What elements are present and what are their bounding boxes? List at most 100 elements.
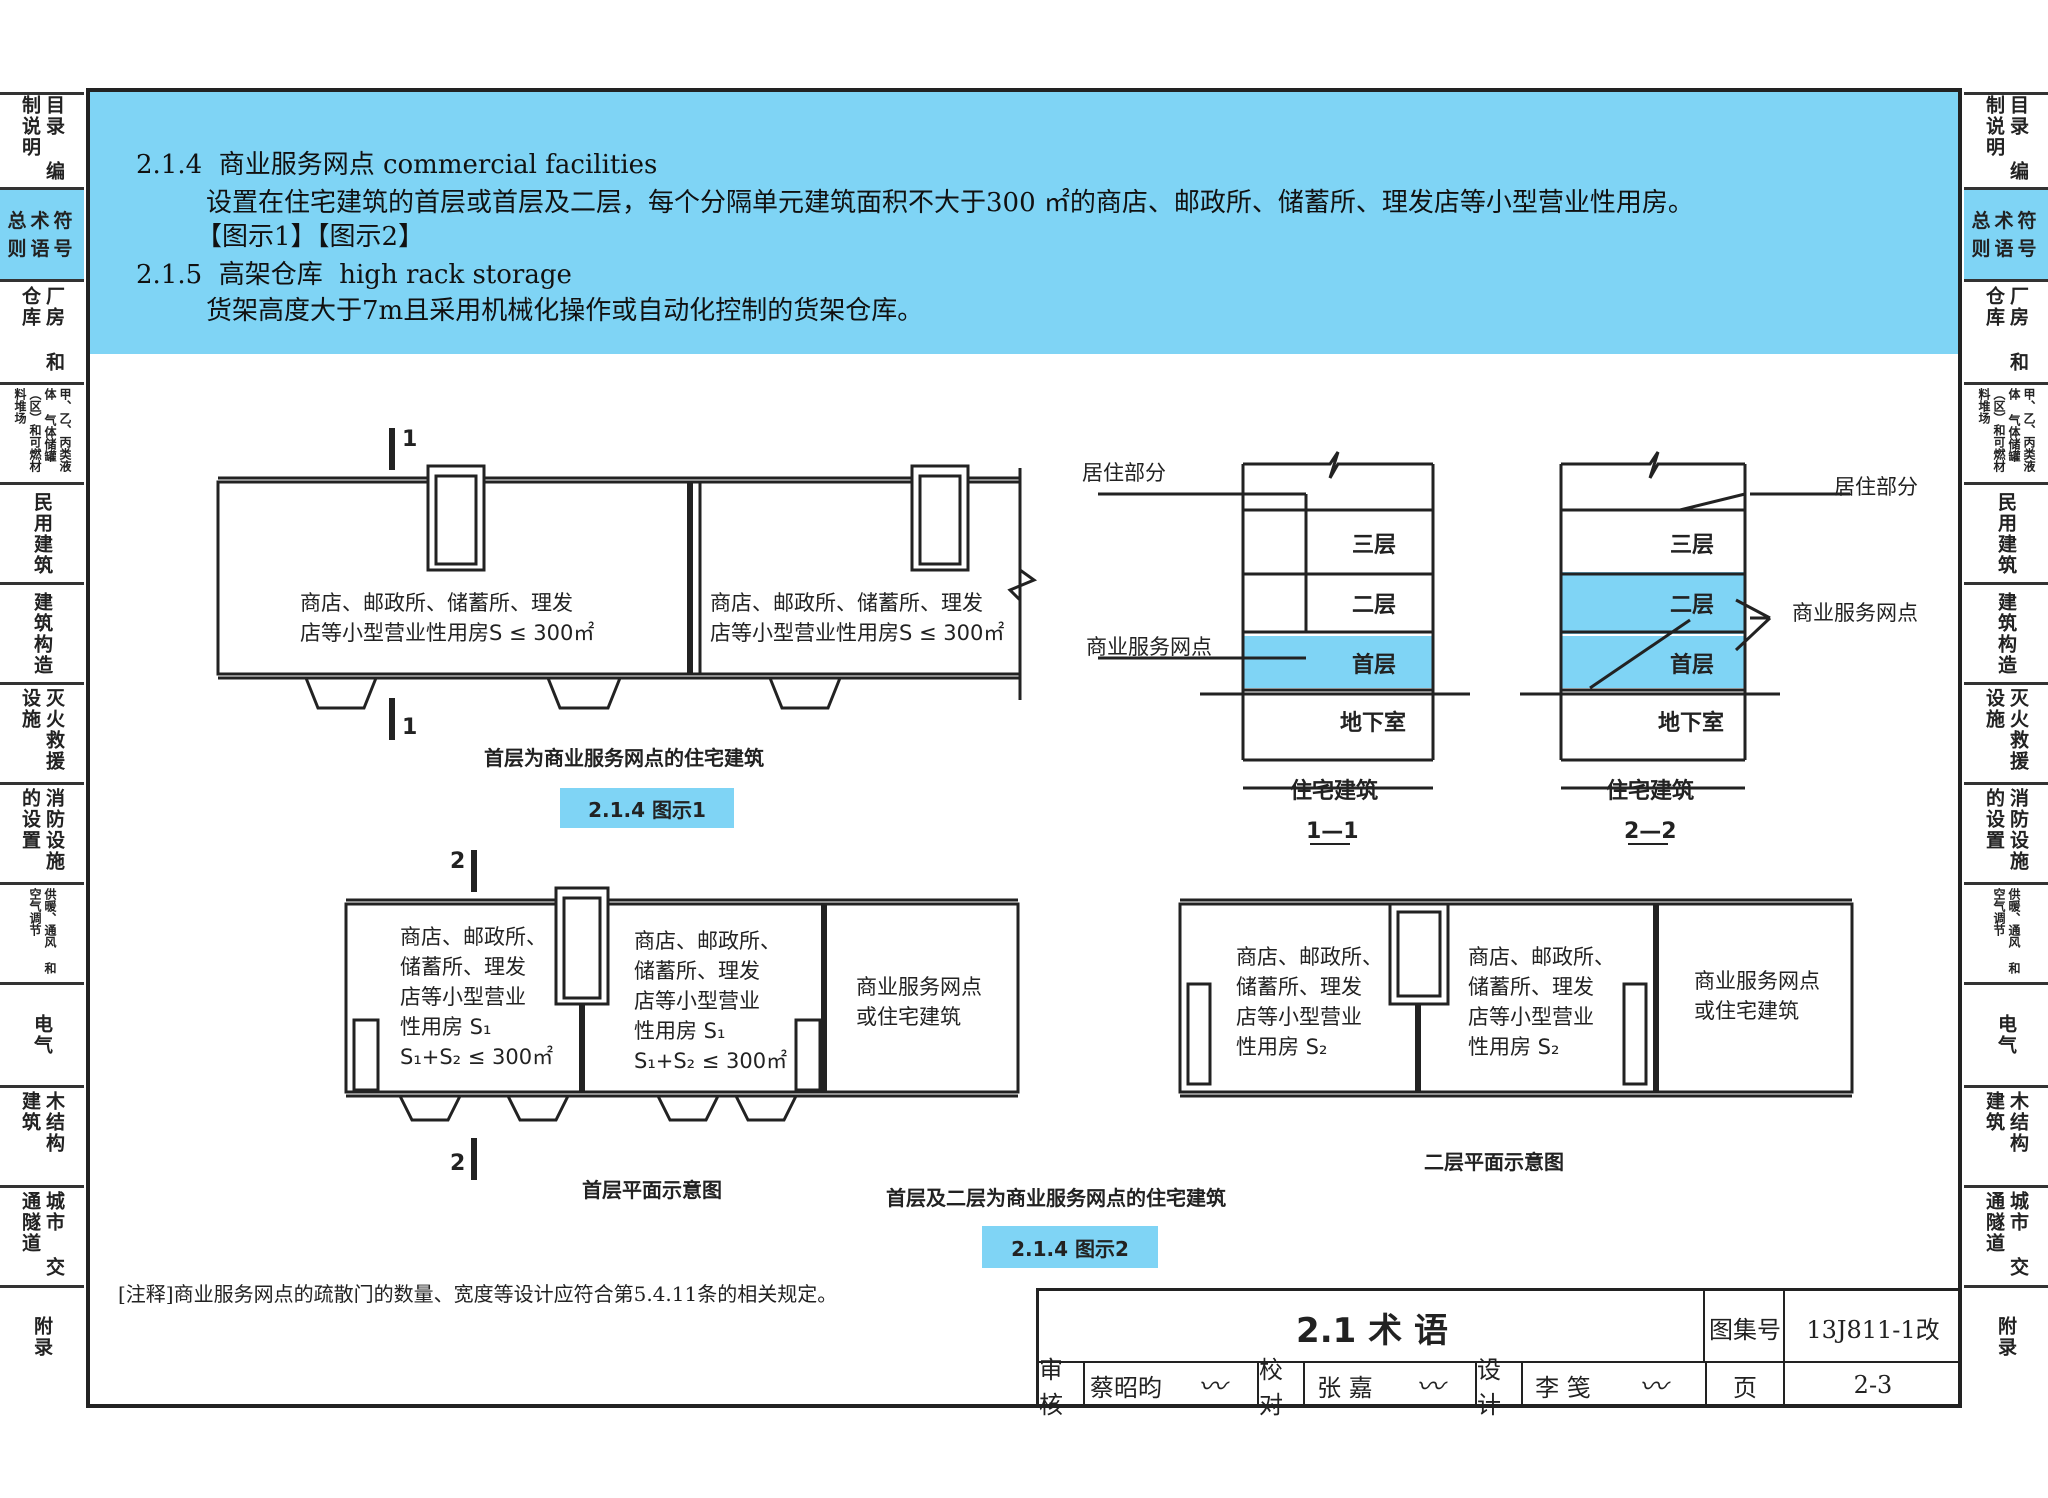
sidebar-tab-right-11[interactable]: 城市 交通隧道	[1964, 1185, 2048, 1285]
sidebar-tab-left-5[interactable]: 建筑构造	[0, 582, 84, 682]
sidebar-tab-right-4[interactable]: 民用建筑	[1964, 482, 2048, 582]
term-2-1-4-heading: 2.1.4 商业服务网点 commercial facilities	[136, 150, 658, 180]
checker-name: 张 嘉	[1317, 1373, 1373, 1402]
sidebar-tab-right-6[interactable]: 灭火救援 设施	[1964, 682, 2048, 782]
check-label: 校对	[1257, 1356, 1305, 1419]
sidebar-tab-label: 附录	[31, 1315, 53, 1358]
sidebar-tab-left-4[interactable]: 民用建筑	[0, 482, 84, 582]
title-block-title: 2.1 术 语	[1296, 1310, 1448, 1351]
svg-text:店等小型营业: 店等小型营业	[634, 989, 760, 1013]
sec2-second-fill	[1561, 572, 1745, 634]
fig1-unit2-line2: 店等小型营业性用房S ≤ 300㎡	[710, 621, 1004, 645]
sidebar-tab-right-10[interactable]: 木结构 建筑	[1964, 1085, 2048, 1185]
sidebar-tab-label: 民用建筑	[31, 491, 53, 576]
fig2-ground-other-2: 或住宅建筑	[856, 1005, 961, 1029]
sidebar-tab-label: 供暖、通风 和空气调节	[1992, 887, 2021, 974]
sidebar-tab-left-9[interactable]: 电气	[0, 982, 84, 1085]
fig2-second-other-2: 或住宅建筑	[1694, 999, 1799, 1023]
svg-text:储蓄所、理发: 储蓄所、理发	[1236, 975, 1362, 999]
sidebar-tab-label: 厂房 和仓库	[1983, 286, 2029, 373]
sidebar-tab-right-12[interactable]: 附录	[1964, 1285, 2048, 1385]
sidebar-tab-label: 建筑构造	[1995, 591, 2017, 676]
svg-text:S₁+S₂ ≤ 300㎡: S₁+S₂ ≤ 300㎡	[400, 1045, 553, 1069]
sidebar-tab-right-1[interactable]: 总术符 则语号	[1964, 187, 2048, 279]
sidebar-tab-left-0[interactable]: 目录 编制说明	[0, 92, 84, 187]
sidebar-tab-left-3[interactable]: 甲、乙、丙类液体 气体储罐（区）和可燃材料堆场	[0, 382, 84, 482]
sidebar-tab-right-5[interactable]: 建筑构造	[1964, 582, 2048, 682]
checker-signature: 〰	[1415, 1370, 1444, 1403]
sec1-basement: 地下室	[1340, 710, 1406, 736]
fig1-unit1-line1: 商店、邮政所、储蓄所、理发	[300, 591, 573, 615]
sidebar-tab-label: 消防设施 的设置	[1983, 787, 2029, 872]
term-2-1-4-definition: 设置在住宅建筑的首层或首层及二层，每个分隔单元建筑面积不大于300 ㎡的商店、邮…	[206, 188, 1694, 218]
sidebar-tab-right-3[interactable]: 甲、乙、丙类液体 气体储罐（区）和可燃材料堆场	[1964, 382, 2048, 482]
sec2-floor2: 二层	[1670, 593, 1714, 618]
sidebar-tab-label: 木结构 建筑	[19, 1090, 65, 1154]
reviewer-signature: 〰	[1197, 1370, 1226, 1403]
sidebar-tab-label: 总术符 则语号	[1971, 209, 2041, 260]
sidebar-tab-label: 消防设施 的设置	[19, 787, 65, 872]
fig2-ground-caption: 首层平面示意图	[582, 1178, 722, 1202]
sidebar-tab-label: 建筑构造	[31, 591, 53, 676]
sec2-label: 2—2	[1624, 819, 1677, 844]
sidebar-tab-right-2[interactable]: 厂房 和仓库	[1964, 279, 2048, 382]
sec1-residential-label: 居住部分	[1082, 461, 1166, 485]
title-block: 2.1 术 语 图集号 13J811-1改 审核 蔡昭昀 〰 校对 张 嘉 〰 …	[1036, 1288, 1961, 1419]
sidebar-tab-left-1[interactable]: 总术符 则语号	[0, 187, 84, 279]
sidebar-tab-label: 甲、乙、丙类液体 气体储罐（区）和可燃材料堆场	[13, 387, 72, 472]
sec1-floor2: 二层	[1352, 593, 1396, 618]
sidebar-tab-left-8[interactable]: 供暖、通风 和空气调节	[0, 882, 84, 982]
sidebar-tab-left-7[interactable]: 消防设施 的设置	[0, 782, 84, 882]
fig2-second-unit2: 商店、邮政所、 储蓄所、理发 店等小型营业 性用房 S₂	[1468, 945, 1615, 1059]
sec1-label: 1—1	[1306, 819, 1359, 844]
sidebar-tab-label: 厂房 和仓库	[19, 286, 65, 373]
sidebar-tab-left-11[interactable]: 城市 交通隧道	[0, 1185, 84, 1285]
sidebar-tab-left-12[interactable]: 附录	[0, 1285, 84, 1385]
fig2-badge[interactable]: 2.1.4 图示2	[982, 1226, 1158, 1268]
fig1-badge[interactable]: 2.1.4 图示1	[560, 788, 734, 828]
sec2-commercial-label: 商业服务网点	[1792, 601, 1918, 625]
sidebar-tab-label: 民用建筑	[1995, 491, 2017, 576]
sec1-commercial-fill	[1243, 636, 1433, 688]
term-2-1-4-refs[interactable]: 【图示1】【图示2】	[196, 222, 425, 252]
reviewer-name: 蔡昭昀	[1090, 1373, 1162, 1402]
sidebar-tab-right-7[interactable]: 消防设施 的设置	[1964, 782, 2048, 882]
sidebar-tab-label: 甲、乙、丙类液体 气体储罐（区）和可燃材料堆场	[1977, 387, 2036, 472]
fig2-main-caption: 首层及二层为商业服务网点的住宅建筑	[886, 1186, 1226, 1210]
sidebar-tab-left-2[interactable]: 厂房 和仓库	[0, 279, 84, 382]
atlas-value: 13J811-1改	[1806, 1315, 1940, 1344]
sidebar-tab-right-8[interactable]: 供暖、通风 和空气调节	[1964, 882, 2048, 982]
sec2-basement: 地下室	[1658, 710, 1724, 736]
fig1-plan-outline	[216, 480, 1022, 676]
sidebar-tab-label: 目录 编制说明	[19, 95, 65, 182]
sec2-building: 住宅建筑	[1606, 778, 1694, 804]
term-2-1-5-definition: 货架高度大于7m且采用机械化操作或自动化控制的货架仓库。	[206, 296, 924, 326]
sidebar-tab-label: 城市 交通隧道	[1983, 1190, 2029, 1278]
sidebar-tab-label: 供暖、通风 和空气调节	[28, 887, 57, 974]
fig2-ground-other-1: 商业服务网点	[856, 975, 982, 999]
sidebar-tab-left-10[interactable]: 木结构 建筑	[0, 1085, 84, 1185]
svg-text:店等小型营业: 店等小型营业	[1236, 1005, 1362, 1029]
sidebar-tab-label: 木结构 建筑	[1983, 1090, 2029, 1154]
term-2-1-5-heading: 2.1.5 高架仓库 high rack storage	[136, 260, 572, 290]
review-label: 审核	[1039, 1356, 1085, 1419]
sidebar-tab-label: 城市 交通隧道	[19, 1190, 65, 1278]
fig2-section-mark-bottom: 2	[450, 1151, 465, 1176]
sidebar-tab-right-0[interactable]: 目录 编制说明	[1964, 92, 2048, 187]
svg-text:性用房 S₂: 性用房 S₂	[1468, 1035, 1559, 1059]
sidebar-tab-label: 电气	[1995, 1014, 2017, 1056]
svg-text:商店、邮政所、: 商店、邮政所、	[400, 925, 547, 949]
sec2-residential-label: 居住部分	[1834, 475, 1918, 499]
drawing-frame	[86, 88, 1962, 1408]
design-label: 设计	[1475, 1356, 1523, 1419]
svg-text:储蓄所、理发: 储蓄所、理发	[400, 955, 526, 979]
sec1-building: 住宅建筑	[1290, 778, 1378, 804]
page-value: 2-3	[1853, 1371, 1893, 1399]
sidebar-tab-right-9[interactable]: 电气	[1964, 982, 2048, 1085]
svg-text:店等小型营业: 店等小型营业	[400, 985, 526, 1009]
svg-text:S₁+S₂ ≤ 300㎡: S₁+S₂ ≤ 300㎡	[634, 1049, 787, 1073]
sidebar-tab-left-6[interactable]: 灭火救援 设施	[0, 682, 84, 782]
svg-text:储蓄所、理发: 储蓄所、理发	[1468, 975, 1594, 999]
fig1-unit2-line1: 商店、邮政所、储蓄所、理发	[710, 591, 983, 615]
